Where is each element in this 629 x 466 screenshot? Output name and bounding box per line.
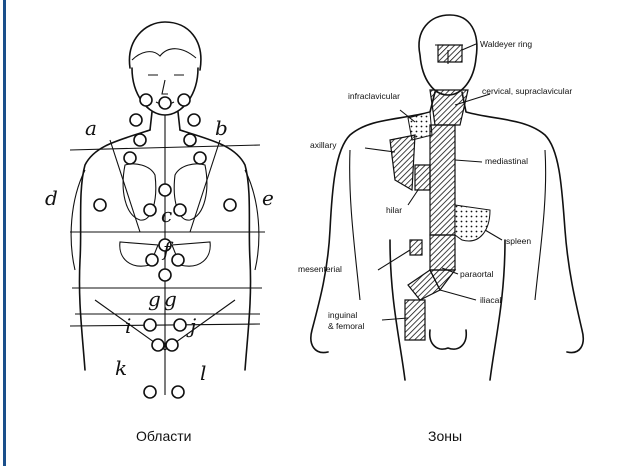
- label-mediastinal: mediastinal: [485, 156, 528, 166]
- label-waldeyer-ring: Waldeyer ring: [480, 39, 532, 49]
- region-letter-a: a: [85, 116, 97, 140]
- region-letter-k: k: [115, 356, 127, 380]
- zone-waldeyer-ring: [438, 45, 462, 62]
- zone-axillary: [390, 135, 415, 190]
- zone-inguinal-femoral: [405, 300, 425, 340]
- label-inguinal: inguinal: [328, 310, 357, 320]
- label-cervical-supraclavicular: cervical, supraclavicular: [482, 86, 572, 96]
- region-letter-c: c: [161, 203, 172, 227]
- label-spleen: spleen: [506, 236, 531, 246]
- zone-hilar: [415, 165, 430, 190]
- zone-cervical: [430, 90, 468, 125]
- label-paraortal: paraortal: [460, 269, 494, 279]
- region-letter-e: e: [262, 186, 274, 210]
- label-iliacal: iliacal: [480, 295, 501, 305]
- regions-figure: a b d e c f g g i j k l: [40, 0, 290, 410]
- label-hilar: hilar: [386, 205, 402, 215]
- left-torso-side: [79, 130, 150, 370]
- left-accent-bar: [3, 0, 6, 466]
- label-infraclavicular: infraclavicular: [348, 91, 400, 101]
- zone-paraortal: [430, 235, 455, 270]
- region-letter-b: b: [215, 116, 228, 140]
- hair-strands: [132, 49, 196, 60]
- label-mesenterial: mesenterial: [298, 264, 342, 274]
- zones-body-drawing: Waldeyer ring cervical, supraclavicular …: [290, 0, 625, 410]
- caption-zones: Зоны: [428, 428, 462, 444]
- zones-figure: Waldeyer ring cervical, supraclavicular …: [290, 0, 625, 410]
- label-axillary: axillary: [310, 140, 337, 150]
- zone-mediastinal: [430, 125, 455, 235]
- groin-outline: [430, 330, 467, 349]
- region-letter-i: i: [125, 314, 131, 338]
- caption-regions: Области: [136, 428, 191, 444]
- region-letter-l: l: [200, 361, 206, 385]
- zone-mesenterial: [410, 240, 422, 255]
- zone-spleen: [455, 205, 490, 241]
- label-femoral: & femoral: [328, 321, 364, 331]
- region-letter-g2: g: [164, 287, 177, 311]
- regions-body-drawing: a b d e c f g g i j k l: [40, 0, 290, 410]
- head-outline: [129, 22, 200, 70]
- region-letter-d: d: [45, 186, 58, 210]
- region-letter-g1: g: [148, 287, 161, 311]
